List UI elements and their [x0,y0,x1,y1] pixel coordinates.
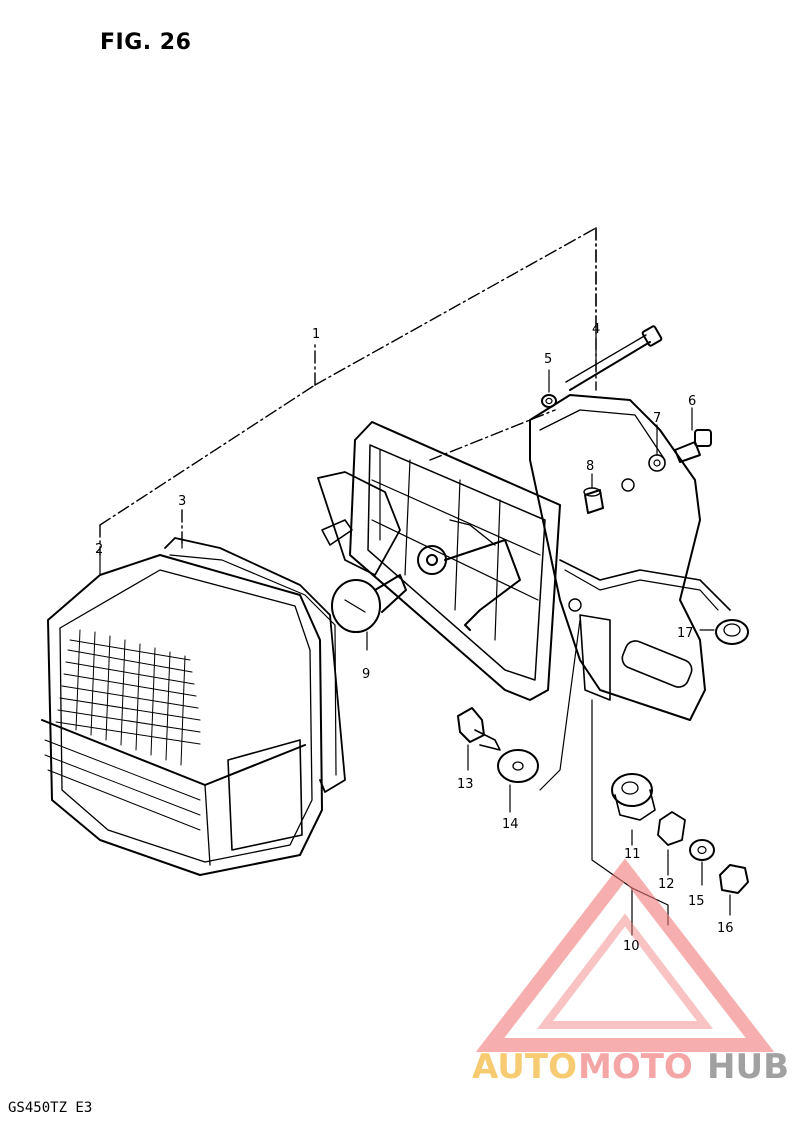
callout-leaders [99,317,731,936]
watermark-text: AUTO MOTO HUB [472,1047,789,1087]
callout-9: 9 [362,667,370,682]
callout-numbers: 1 2 3 4 5 6 7 8 9 10 11 12 13 14 15 16 1… [95,322,734,954]
washer-large [497,749,539,783]
collar-spacer [583,487,604,514]
callout-1: 1 [312,327,320,342]
callout-14: 14 [502,817,519,832]
callout-17: 17 [677,626,694,641]
watermark-logo-icon [475,858,775,1052]
lens-grid-pattern [44,629,201,831]
callout-10: 10 [623,939,640,954]
callout-11: 11 [624,847,641,862]
bulb-socket [417,519,521,631]
callout-6: 6 [688,394,696,409]
watermark-auto: AUTO [472,1047,577,1087]
cushion-rubber [611,773,656,821]
callout-16: 16 [717,921,734,936]
license-bracket [529,394,731,721]
callout-5: 5 [544,352,552,367]
bolt-short [457,707,501,751]
lamp-housing [349,421,561,701]
bulb [331,574,407,633]
assembly-bracket-lines [99,227,597,556]
callout-8: 8 [586,459,594,474]
callout-7: 7 [653,411,661,426]
long-bolt [565,325,663,391]
watermark-hub: HUB [707,1047,789,1087]
screw [674,429,712,463]
grommet [648,454,666,472]
washer-15 [689,839,715,861]
collar [657,811,686,846]
washer-small [541,394,557,408]
lens-gasket [164,537,346,793]
callout-3: 3 [178,494,186,509]
nut [719,864,749,894]
reflector-plate [317,471,401,576]
callout-15: 15 [688,894,705,909]
callout-13: 13 [457,777,474,792]
model-code: GS450TZ E3 [8,1100,93,1116]
figure-title: FIG. 26 [100,30,192,55]
watermark-moto: MOTO [578,1047,693,1087]
callout-12: 12 [658,877,675,892]
grommet-rubber [715,619,749,645]
callout-4: 4 [592,322,600,337]
callout-2: 2 [95,542,103,557]
tail-lamp-lens [41,554,323,876]
